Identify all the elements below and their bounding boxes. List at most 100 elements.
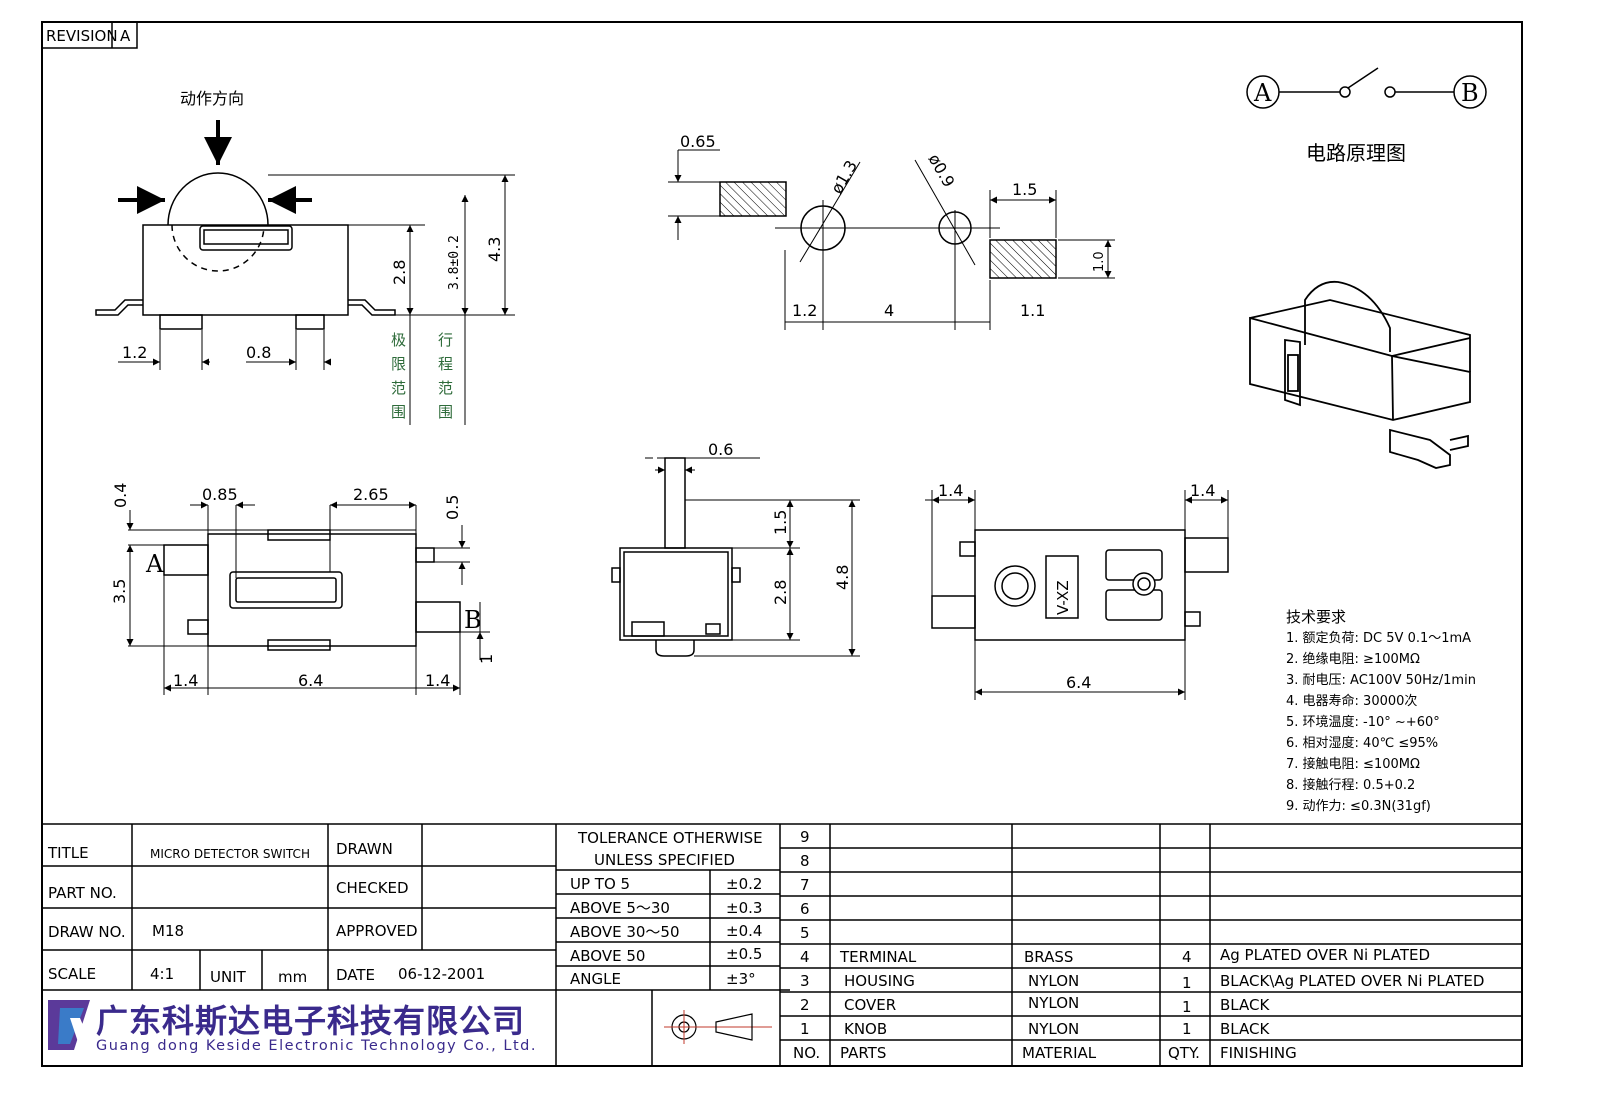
tolerance-header-2: UNLESS SPECIFIED [594,851,735,869]
bom-part-4: TERMINAL [839,948,917,966]
end-view-dim-text: 0.6 1.5 2.8 4.8 [708,440,852,605]
dim-end-e3: 2.8 [771,580,790,605]
limit-range-4: 围 [391,403,406,421]
unit-label: UNIT [210,968,247,986]
bom-finish-2: BLACK [1220,996,1270,1014]
tol-range-4: ABOVE 50 [570,947,645,965]
dim-top-t2: 0.85 [202,485,238,504]
drawn-label: DRAWN [336,840,393,858]
dim-pcb-d2: ø0.9 [925,151,959,191]
bom-qty-4: 4 [1182,948,1192,966]
bottom-marking: V-XZ [1054,580,1072,615]
bom-finish-4: Ag PLATED OVER Ni PLATED [1220,946,1430,964]
dim-pcb-x2: 4 [884,301,894,320]
dim-pcb-d1: ø1.3 [827,157,861,197]
limit-range-2: 限 [391,355,406,373]
date-label: DATE [336,966,375,984]
title-label: TITLE [47,844,89,862]
dim-pcb-ph: 1.0 [1092,251,1107,272]
circuit-title: 电路原理图 [1306,141,1406,165]
spec-item-1: 1. 额定负荷: DC 5V 0.1～1mA [1286,631,1471,646]
limit-range-1: 极 [391,331,406,349]
specs-title: 技术要求 [1286,608,1346,626]
spec-item-2: 2. 绝缘电阻: ≥100MΩ [1286,651,1420,667]
bom-no-8: 8 [800,852,810,870]
circuit-diagram [1246,67,1487,109]
bom-no-7: 7 [800,876,810,894]
dim-end-e2: 1.5 [771,510,790,535]
travel-range-1: 行 [438,331,453,349]
tolerance-header-1: TOLERANCE OTHERWISE [577,829,763,847]
company-logo [48,1000,90,1050]
spec-item-5: 5. 环境温度: -10° ~+60° [1286,714,1440,730]
bom-no-6: 6 [800,900,810,918]
revision-value: A [120,27,131,45]
isometric-view [1249,280,1471,469]
bom-part-2: COVER [844,996,896,1014]
action-direction-label: 动作方向 [180,89,244,108]
title-block-text: TITLE MICRO DETECTOR SWITCH PART NO. DRA… [47,829,763,988]
bom-qty-1: 1 [1182,1020,1192,1038]
spec-item-6: 6. 相对湿度: 40℃ ≤95% [1286,735,1438,751]
dim-side-h3: 4.3 [485,237,504,262]
tol-range-5: ANGLE [570,970,621,988]
technical-requirements: 技术要求 1. 额定负荷: DC 5V 0.1～1mA 2. 绝缘电阻: ≥10… [1286,608,1476,814]
dim-top-t4: 0.5 [443,495,462,520]
bom-no-4: 4 [800,948,810,966]
date-value: 06-12-2001 [398,965,485,983]
bom-part-3: HOUSING [844,972,915,990]
spec-item-9: 9. 动作力: ≤0.3N(31gf) [1286,799,1431,814]
bom-material-2: NYLON [1028,994,1079,1012]
dim-top-t6: 1.4 [173,671,198,690]
travel-range-2: 程 [438,355,453,373]
side-view: 动作方向 [95,89,515,425]
company-name-cn: 广东科斯达电子科技有限公司 [96,1002,525,1040]
side-view-dim-text: 1.2 0.8 2.8 3.8±0.2 4.3 极 限 范 围 行 程 范 围 [122,235,504,421]
pcb-dim-text: 0.65 ø1.3 ø0.9 1.5 1.0 1.2 4 1.1 [680,132,1107,320]
dim-top-t3: 2.65 [353,485,389,504]
dim-top-t1: 0.4 [111,483,130,508]
dim-side-h2: 3.8±0.2 [447,235,462,290]
bom-header-no: NO. [793,1044,820,1062]
unit-value: mm [278,968,307,986]
dim-side-w1: 1.2 [122,343,147,362]
projection-symbol-icon [664,1010,772,1044]
bom-part-1: KNOB [844,1020,887,1038]
part-no-label: PART NO. [48,884,117,902]
bottom-view-text: 1.4 1.4 6.4 V-XZ [938,481,1215,692]
tol-value-3: ±0.4 [726,922,762,940]
dim-bottom-b2: 1.4 [1190,481,1215,500]
revision-box: REVISION A [41,21,138,49]
circuit-terminal-b: B [1461,79,1479,107]
tol-value-5: ±3° [726,970,756,988]
dim-end-e4: 4.8 [833,565,852,590]
dim-pcb-pad-h: 0.65 [680,132,716,151]
spec-item-7: 7. 接触电阻: ≤100MΩ [1286,756,1420,772]
bom-qty-3: 1 [1182,974,1192,992]
dim-top-t5: 3.5 [110,579,129,604]
tol-range-1: UP TO 5 [570,875,630,893]
tol-value-1: ±0.2 [726,875,762,893]
dim-top-t9: 1 [477,654,496,664]
end-view [611,457,860,657]
tol-range-2: ABOVE 5～30 [570,899,670,917]
bom-no-2: 2 [800,996,810,1014]
sheet-border [41,21,1523,1067]
bom-finish-3: BLACK\Ag PLATED OVER Ni PLATED [1220,972,1484,990]
dim-top-t8: 1.4 [425,671,450,690]
title-block-grid [42,823,1522,1066]
draw-no-label: DRAW NO. [48,923,126,941]
bom-material-4: BRASS [1024,948,1073,966]
dim-top-t7: 6.4 [298,671,323,690]
bom-finish-1: BLACK [1220,1020,1270,1038]
pcb-layout [668,149,1115,330]
dim-pcb-pw: 1.5 [1012,180,1037,199]
bom-header-parts: PARTS [840,1044,886,1062]
bom-material-3: NYLON [1028,972,1079,990]
travel-range-4: 围 [438,403,453,421]
draw-no-value: M18 [152,922,184,940]
bom-no-1: 1 [800,1020,810,1038]
company-name-en: Guang dong Keside Electronic Technology … [96,1038,537,1054]
bottom-view [925,490,1229,700]
dim-side-h1: 2.8 [390,260,409,285]
